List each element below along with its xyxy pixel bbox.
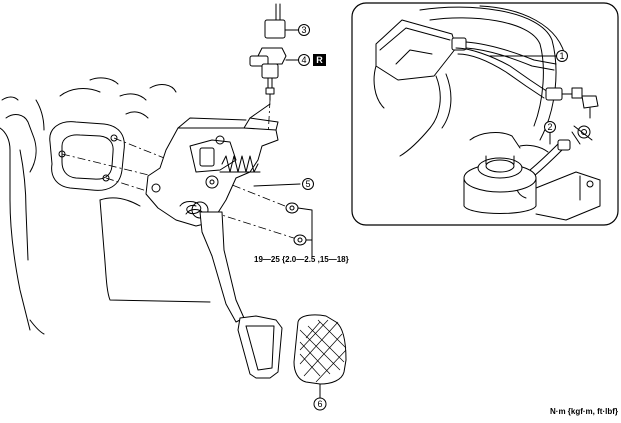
callout-3: 3 xyxy=(301,25,306,35)
callout-4-circle xyxy=(298,54,310,66)
callout-1-circle xyxy=(556,50,568,62)
clutch-pedal xyxy=(199,211,283,379)
torque-spec: 19—25 {2.0—2.5 ,15—18} xyxy=(254,255,349,264)
callout-4: 4 xyxy=(301,55,306,65)
callout-2: 2 xyxy=(547,122,552,132)
callout-3-circle xyxy=(298,24,310,36)
pedal-bracket: 5 xyxy=(145,103,314,227)
replace-badge-label: R xyxy=(316,55,323,65)
callout-6: 6 xyxy=(317,399,322,409)
pedal-pad: 6 xyxy=(293,314,347,411)
dash-panel-outline xyxy=(0,77,211,335)
inset-detail: 1 2 xyxy=(351,2,619,226)
callout-5-circle xyxy=(302,178,314,190)
clutch-switch: 4 R xyxy=(249,47,326,101)
clutch-switch-connector: 3 xyxy=(264,3,310,39)
callout-1: 1 xyxy=(559,51,564,61)
replace-badge xyxy=(313,54,326,66)
mounting-nuts xyxy=(285,202,313,257)
callout-2-circle xyxy=(544,121,556,133)
callout-5: 5 xyxy=(305,179,310,189)
unit-note: N·m {kgf·m, ft·lbf} xyxy=(550,407,618,416)
callout-6-circle xyxy=(313,397,327,411)
